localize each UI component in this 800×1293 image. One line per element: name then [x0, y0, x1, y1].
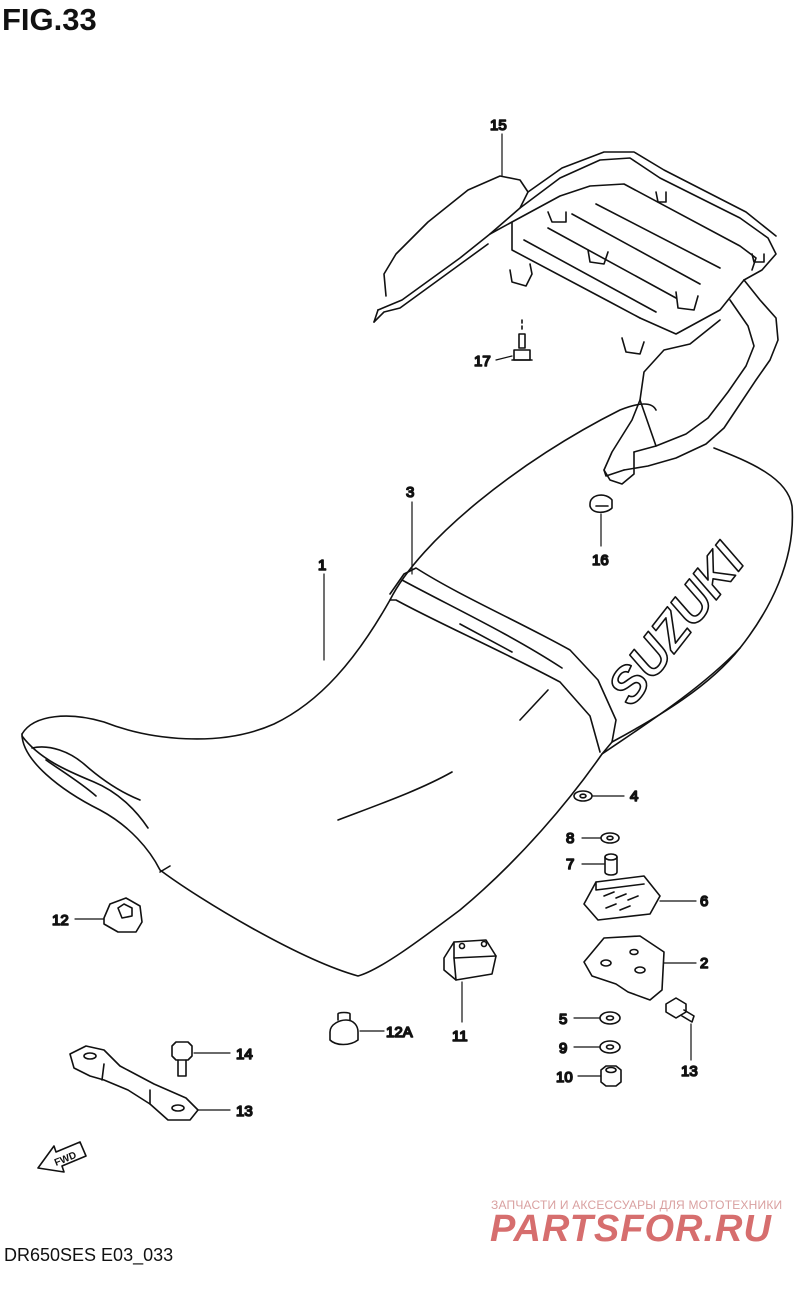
seat-assembly [21, 403, 794, 977]
rear-carrier [373, 151, 779, 485]
callout-12A: 12A [386, 1024, 413, 1041]
callout-5: 5 [559, 1011, 567, 1028]
nut-10 [600, 1065, 622, 1087]
callout-14: 14 [236, 1046, 253, 1063]
watermark-tagline: ЗАПЧАСТИ И АКСЕССУАРЫ ДЛЯ МОТОТЕХНИКИ [491, 1198, 783, 1212]
callout-9: 9 [559, 1040, 567, 1057]
bolt-13-right [665, 997, 695, 1023]
washer-4 [573, 790, 593, 802]
cushion-12 [103, 897, 143, 933]
callout-7: 7 [566, 856, 574, 873]
washer-8 [600, 832, 620, 844]
washer-9 [599, 1040, 621, 1054]
callout-16: 16 [592, 552, 609, 569]
callout-3: 3 [406, 484, 414, 501]
bracket-13-left [69, 1045, 199, 1121]
callout-13-right: 13 [681, 1063, 698, 1080]
callout-13-left: 13 [236, 1103, 253, 1120]
callout-4: 4 [630, 788, 638, 805]
callout-15: 15 [490, 117, 507, 134]
bolt-14 [171, 1041, 193, 1077]
cushion-11 [443, 939, 497, 981]
figure-title: FIG.33 [2, 2, 97, 37]
bracket-2 [583, 935, 665, 1001]
callout-2: 2 [700, 955, 708, 972]
callout-11: 11 [452, 1028, 468, 1045]
model-code: DR650SES E03_033 [4, 1245, 174, 1265]
callout-8: 8 [566, 830, 574, 847]
cushion-6 [583, 875, 661, 921]
fwd-arrow-icon: FWD [37, 1141, 87, 1173]
cushion-12A [329, 1011, 359, 1046]
bolt-17 [511, 319, 533, 361]
watermark-site: PARTSFOR.RU [490, 1208, 772, 1250]
callout-6: 6 [700, 893, 708, 910]
spacer-7 [604, 853, 618, 876]
callout-12: 12 [52, 912, 69, 929]
seat-brand-logo: SUZUKI [597, 533, 756, 715]
callout-1: 1 [318, 557, 326, 574]
washer-5 [599, 1011, 621, 1025]
cushion-16 [589, 494, 613, 514]
leader-lines [74, 133, 697, 1111]
callout-17: 17 [474, 353, 491, 370]
callout-10: 10 [556, 1069, 573, 1086]
